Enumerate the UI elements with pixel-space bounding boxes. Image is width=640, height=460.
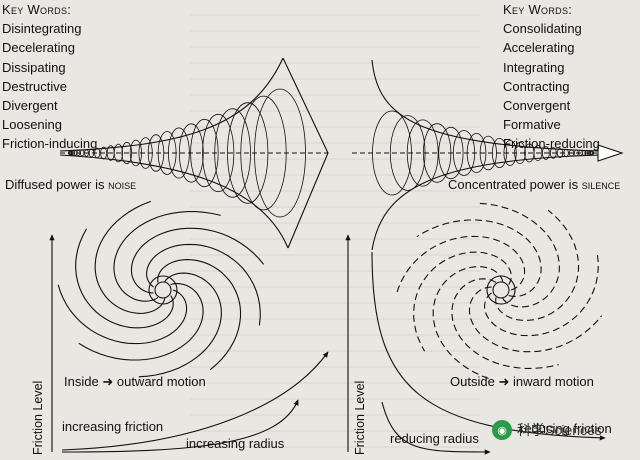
right-radius-label: reducing radius [390,431,479,446]
right-spiral [396,203,601,378]
left-keyword-5: Divergent [2,96,97,115]
watermark: ◉ 科学Sciences [492,420,602,440]
left-keyword-1: Disintegrating [2,19,97,38]
left-keywords-heading: Key Words: [2,0,97,19]
left-spiral-arm [79,284,203,360]
right-arrow-icon: ➜ [102,374,113,389]
right-motion-label: Outside ➜ inward motion [450,374,594,390]
right-motion-inward: inward motion [513,374,594,389]
left-keyword-2: Decelerating [2,38,97,57]
right-spiral-arm [396,236,524,295]
left-spiral-arm [58,285,186,344]
left-spiral-arm-core [149,276,177,304]
right-keyword-3: Integrating [503,58,600,77]
left-motion-label: Inside ➜ outward motion [64,374,206,390]
right-keyword-1: Consolidating [503,19,600,38]
left-coil [168,128,189,178]
left-radius-label: increasing radius [186,436,284,451]
left-y-axis-label: Friction Level [31,381,45,455]
right-keyword-6: Formative [503,115,600,134]
left-spiral-arm [76,229,174,328]
right-power-word: silence [582,177,621,192]
right-power-statement: Concentrated power is silence [448,177,620,192]
left-power-text: Diffused power is [5,177,104,192]
right-spiral-arm [477,203,560,307]
right-y-axis-label: Friction Level [353,381,367,455]
right-keyword-5: Convergent [503,96,600,115]
left-keyword-3: Dissipating [2,58,97,77]
left-motion-outward: outward motion [117,374,206,389]
right-keywords-heading: Key Words: [503,0,600,19]
right-keyword-7: Friction-reducing [503,134,600,153]
right-spiral-arm [452,279,559,369]
left-motion-inside: Inside [64,374,99,389]
right-arrow-icon: ➜ [498,374,509,389]
left-keywords: Key Words: Disintegrating Decelerating D… [2,0,97,154]
right-spiral-arm [414,252,512,351]
left-keyword-4: Destructive [2,77,97,96]
right-keyword-2: Accelerating [503,38,600,57]
right-power-text: Concentrated power is [448,177,578,192]
right-keyword-4: Contracting [503,77,600,96]
left-friction-label: increasing friction [62,419,163,434]
left-power-statement: Diffused power is noise [5,177,136,192]
right-friction-curve [372,252,605,438]
watermark-text: 科学Sciences [517,420,602,440]
left-power-word: noise [108,177,136,192]
right-keywords: Key Words: Consolidating Accelerating In… [503,0,600,154]
wechat-icon: ◉ [492,420,512,440]
left-spiral-arm-core [155,282,171,298]
right-spiral-arm-core [493,282,509,298]
right-axis-arrow [598,145,622,161]
right-motion-outside: Outside [450,374,495,389]
right-spiral-arm-core [487,276,515,304]
left-spiral [58,201,263,376]
left-spiral-arm [114,212,221,302]
left-keyword-6: Loosening [2,115,97,134]
left-keyword-7: Friction-inducing [2,134,97,153]
right-spiral-arm [417,220,541,296]
